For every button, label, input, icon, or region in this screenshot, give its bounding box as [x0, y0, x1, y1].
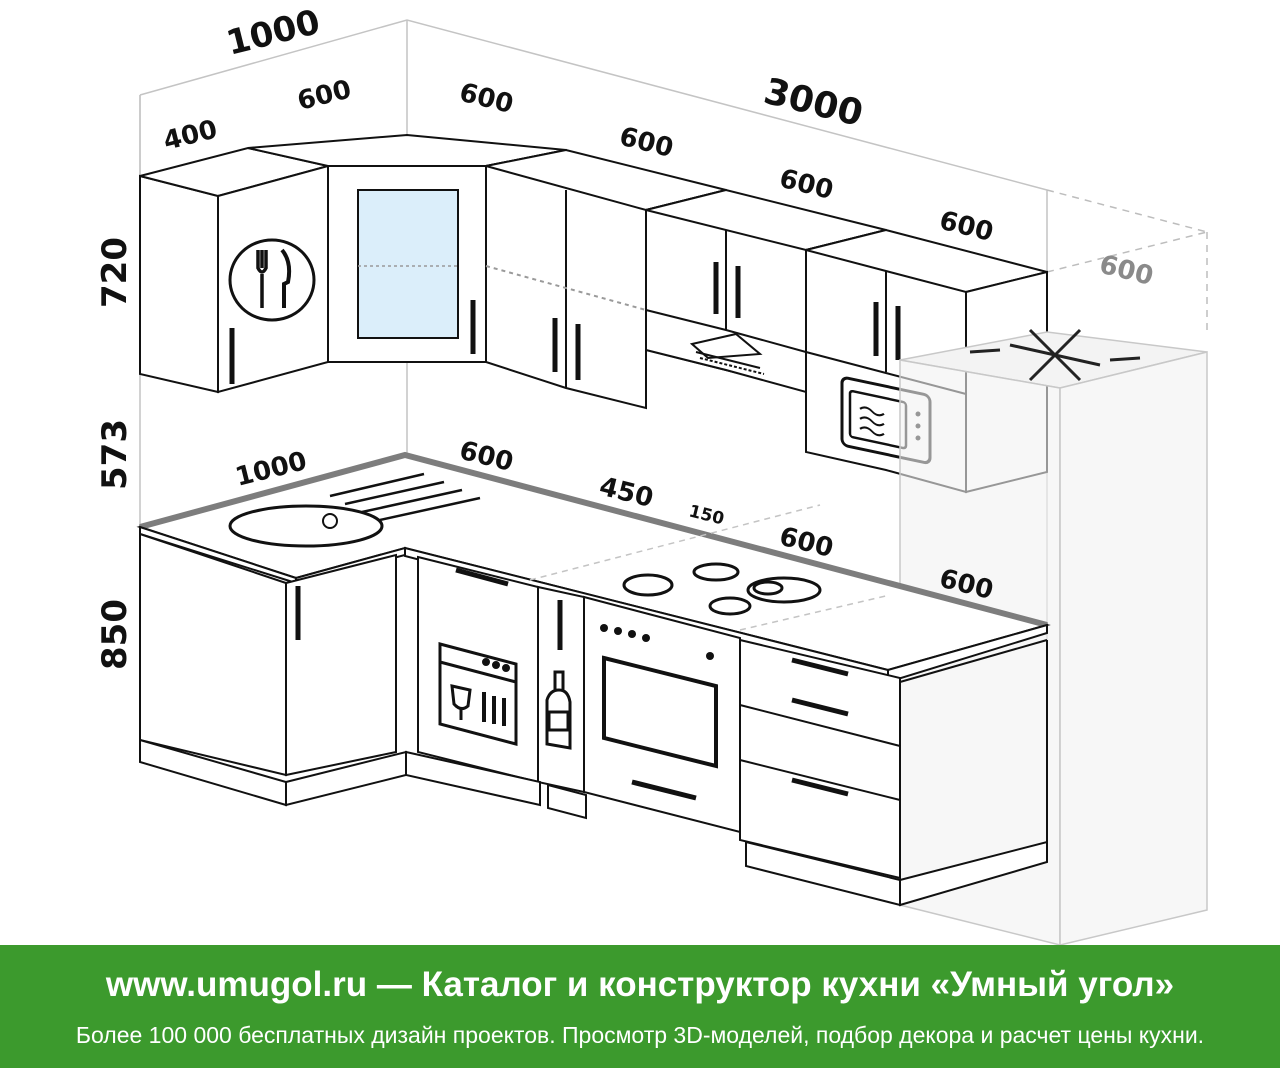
dim-upper-600-c: 600: [776, 164, 836, 206]
upper-handles: [229, 262, 901, 384]
kitchen-diagram: 1000 3000 400 600 600 600 600 600 600 72…: [95, 2, 1208, 945]
upper-cabinet-left-side: [139, 174, 219, 394]
dim-height-base: 850: [95, 599, 135, 670]
dim-upper-left-600: 600: [294, 75, 354, 117]
base-plinth: [405, 750, 541, 807]
base-corner-front: [285, 553, 397, 777]
bottle-icon: [545, 670, 572, 750]
dim-upper-600-d: 600: [936, 206, 996, 248]
range-hood-icon: [689, 332, 765, 375]
base-plinth-b: [547, 783, 587, 820]
dim-upper-400: 400: [160, 115, 220, 157]
footer-banner: www.umugol.ru — Каталог и конструктор ку…: [0, 945, 1280, 1068]
dishwasher-icon: [438, 642, 518, 746]
dim-counter-150: 150: [687, 501, 726, 529]
snowflake-icon: [969, 328, 1141, 382]
sink: [228, 472, 481, 548]
cutlery-plate-icon: [228, 238, 316, 322]
fridge-guide-dashed: [1046, 189, 1208, 330]
dim-fridge-depth: 600: [1096, 250, 1156, 292]
glass-panel: [357, 189, 459, 339]
dim-height-gap: 573: [95, 419, 135, 490]
oven-icon: [600, 624, 718, 769]
base-drawers: [739, 638, 901, 880]
footer-title: Каталог и конструктор кухни «Умный угол»: [421, 965, 1175, 1004]
dim-upper-600-b: 600: [616, 122, 676, 164]
dim-upper-total-right: 3000: [760, 71, 867, 135]
footer-separator: —: [376, 965, 412, 1004]
footer-subtitle: Более 100 000 бесплатных дизайн проектов…: [75, 1022, 1205, 1048]
base-handles: [295, 567, 849, 801]
cooktop: [622, 562, 822, 616]
site-link[interactable]: www.umugol.ru: [105, 965, 368, 1004]
dim-height-upper: 720: [95, 237, 135, 308]
footer-title-line: www.umugol.ru — Каталог и конструктор ку…: [0, 965, 1280, 1005]
dim-upper-600-a: 600: [456, 78, 516, 120]
dim-upper-total-left: 1000: [223, 2, 325, 64]
base-plinth-d: [899, 840, 1048, 907]
